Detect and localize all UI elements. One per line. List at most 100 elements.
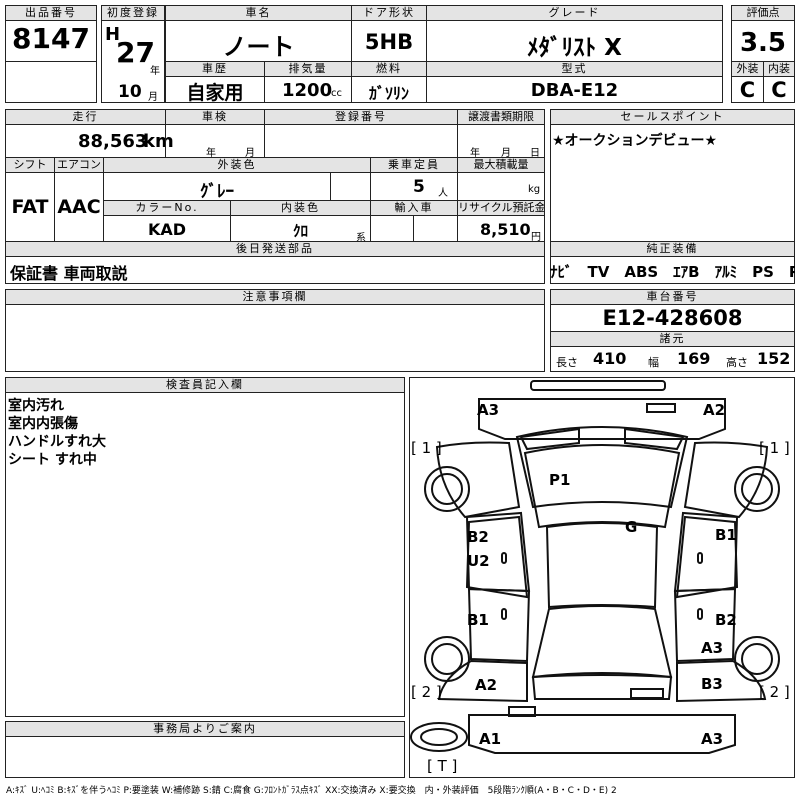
first-reg-month-unit: 月 — [148, 92, 158, 103]
fuel-label: 燃料 — [351, 61, 427, 77]
color-box-extra — [330, 172, 371, 201]
panel-bracket-label: [ 2 ] — [759, 683, 790, 701]
chassis-number: E12-428608 — [602, 306, 743, 330]
panel-bracket-label: [ T ] — [427, 757, 457, 775]
inspection-year-unit: 年 — [206, 148, 216, 159]
left-front-wheel — [424, 466, 470, 512]
hood-vent-left — [519, 427, 580, 451]
maxload-unit: kg — [528, 184, 541, 195]
int-color-label: 内装色 — [230, 200, 371, 216]
right-rear-wheel — [734, 636, 780, 682]
damage-mark: B2 — [467, 528, 489, 546]
lot-number: 8147 — [12, 22, 90, 55]
hood-vent-right — [624, 427, 685, 451]
rear-bumper-strip-right — [630, 688, 664, 699]
recycle: 8,510 — [480, 220, 531, 239]
panel-bracket-label: [ 1 ] — [411, 439, 442, 457]
inspector-line: 室内内張傷 — [8, 416, 78, 432]
damage-mark: A2 — [703, 401, 725, 419]
inspector-line: 室内汚れ — [8, 398, 64, 414]
length-label: 長さ — [556, 356, 578, 369]
front-bumper-strip-small — [646, 403, 676, 413]
left-rear-quarter — [437, 659, 528, 703]
office-label: 事務局よりご案内 — [5, 721, 405, 737]
equipment-box — [550, 256, 795, 284]
regno-box — [264, 124, 458, 158]
mileage-label: 走行 — [5, 109, 166, 125]
front-bumper — [478, 398, 726, 440]
model-label: 型式 — [426, 61, 723, 77]
recycle-label: リサイクル預託金 — [457, 200, 545, 216]
damage-mark: B2 — [715, 611, 737, 629]
left-rear-handle — [501, 608, 507, 620]
lot-number-label: 出品番号 — [5, 5, 97, 21]
equipment-label: 純正装備 — [550, 241, 795, 257]
model: DBA-E12 — [530, 80, 619, 101]
dims-box — [550, 346, 795, 372]
right-rear-door — [673, 587, 737, 663]
damage-mark: A3 — [701, 730, 723, 748]
first-reg-year: 27 — [116, 36, 155, 69]
rear-hatch — [531, 672, 673, 700]
equipment: ﾅﾋﾞ TV ABS ｴｱB ｱﾙﾐ PS PW — [550, 263, 795, 281]
inspector-label: 検査員記入欄 — [5, 377, 405, 393]
roof — [545, 522, 659, 609]
score-label: 評価点 — [731, 5, 795, 21]
first-reg-year-unit: 年 — [150, 66, 160, 77]
height-label: 高さ — [726, 356, 748, 369]
first-reg-box — [101, 20, 165, 103]
sales-point-label: セールスポイント — [550, 109, 795, 125]
ext-grade: C — [739, 78, 756, 102]
inspector-line: シート すれ中 — [8, 452, 97, 468]
damage-mark: B1 — [467, 611, 489, 629]
panel-bracket-label: [ 1 ] — [759, 439, 790, 457]
shift: FAT — [11, 196, 49, 218]
left-rear-wheel — [424, 636, 470, 682]
hood — [515, 426, 689, 509]
damage-mark: P1 — [549, 471, 570, 489]
ac: AAC — [57, 196, 101, 218]
rear-bumper — [468, 714, 736, 754]
ext-grade-label: 外装 — [731, 61, 764, 77]
panel-bracket-label: [ 2 ] — [411, 683, 442, 701]
shift-label: シフト — [5, 157, 55, 173]
chassis-label: 車台番号 — [550, 289, 795, 305]
displacement: 1200 — [282, 80, 333, 101]
right-front-wheel-inner — [741, 473, 773, 505]
notes-box — [5, 304, 545, 372]
damage-mark: B1 — [715, 526, 737, 544]
right-rear-handle — [697, 608, 703, 620]
doc-year-unit: 年 — [470, 148, 480, 159]
score: 3.5 — [739, 28, 787, 58]
later-parts-box — [5, 256, 545, 284]
left-front-wheel-inner — [431, 473, 463, 505]
history-label: 車歴 — [165, 61, 265, 77]
first-reg-label: 初度登録 — [101, 5, 165, 21]
color-no: KAD — [147, 220, 187, 239]
damage-mark: B1 — [467, 611, 489, 629]
import-box-2 — [413, 215, 458, 242]
windshield — [523, 444, 681, 529]
model-box — [426, 76, 723, 103]
car-name-label: 車名 — [165, 5, 352, 21]
import-label: 輸入車 — [370, 200, 458, 216]
lot-number-blank — [5, 61, 97, 103]
right-front-wheel — [734, 466, 780, 512]
inspection-month-unit: 月 — [245, 148, 255, 159]
spare-tire-inner — [420, 728, 458, 746]
int-color-unit: 系 — [356, 233, 366, 244]
right-front-fender — [683, 441, 769, 519]
doc-month-unit: 月 — [501, 148, 511, 159]
regno-label: 登録番号 — [264, 109, 458, 125]
dims-label: 諸元 — [550, 331, 795, 347]
spare-tire — [410, 722, 468, 752]
length: 410 — [593, 349, 627, 368]
car-diagram-box — [409, 377, 795, 778]
int-grade-box — [763, 76, 795, 103]
displacement-label: 排気量 — [264, 61, 352, 77]
capacity-unit: 人 — [438, 188, 448, 199]
later-parts-label: 後日発送部品 — [5, 241, 545, 257]
notes-label: 注意事項欄 — [5, 289, 545, 305]
int-grade-label: 内装 — [763, 61, 795, 77]
